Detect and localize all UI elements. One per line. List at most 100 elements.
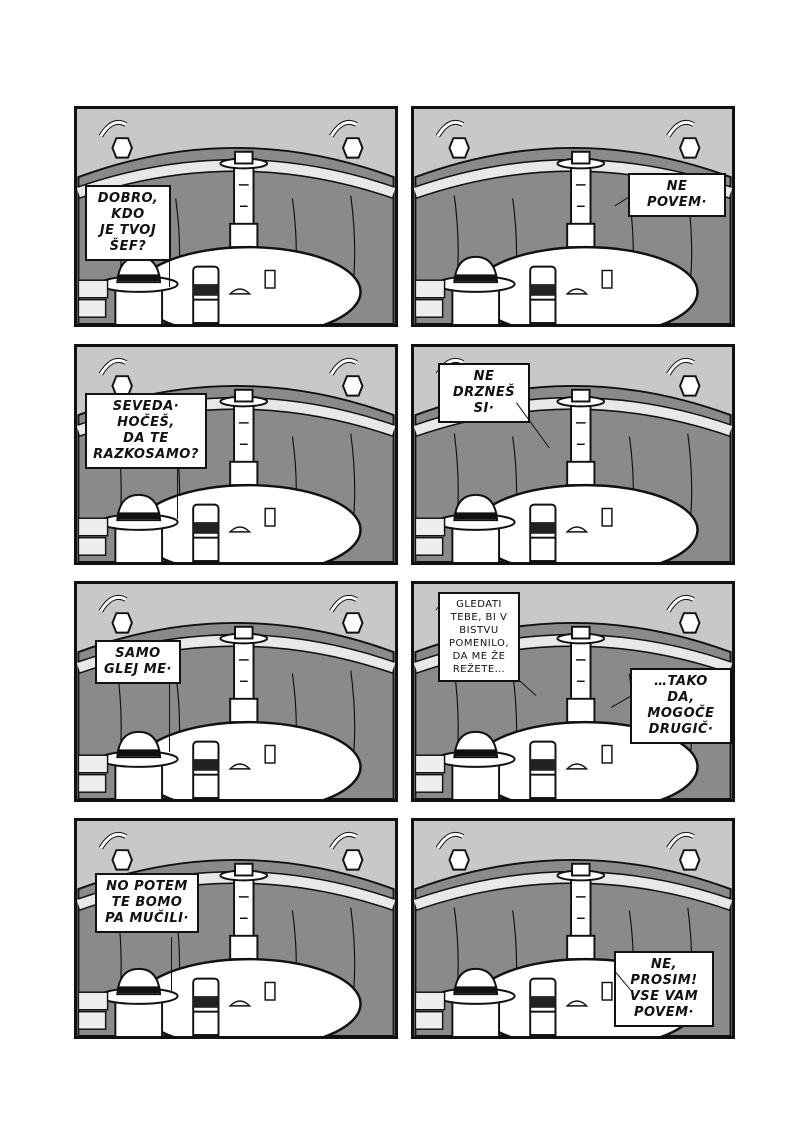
lamp-arm-fill bbox=[99, 832, 127, 850]
speech-bubble: NE, PROSIM! VSE VAM POVEM· bbox=[614, 951, 714, 1027]
lamp-base bbox=[341, 849, 364, 871]
hat-crown bbox=[234, 862, 254, 877]
lamp-arm-fill bbox=[436, 120, 464, 138]
lamp-arm-fill bbox=[330, 832, 358, 850]
comic-panel-6: GLEDATI TEBE, BI V BISTVU POMENILO, DA M… bbox=[411, 581, 735, 802]
lamp-base bbox=[341, 612, 364, 634]
can bbox=[264, 744, 276, 764]
box-stack bbox=[77, 773, 107, 793]
tall-character-collar bbox=[229, 697, 259, 724]
lamp-base bbox=[678, 849, 701, 871]
lamp-base bbox=[111, 137, 133, 159]
speech-bubble: GLEDATI TEBE, BI V BISTVU POMENILO, DA M… bbox=[438, 592, 520, 682]
can bbox=[264, 507, 276, 527]
fedora-band bbox=[454, 986, 498, 994]
comic-panel-8: NE, PROSIM! VSE VAM POVEM· bbox=[411, 818, 735, 1039]
fedora-band bbox=[117, 274, 161, 282]
lamp-arm-fill bbox=[330, 358, 358, 376]
speech-bubble: DOBRO, KDO JE TVOJ ŠEF? bbox=[85, 185, 171, 261]
box-stack bbox=[414, 754, 446, 774]
lamp-base bbox=[341, 137, 364, 159]
glass-liquid bbox=[193, 522, 219, 534]
speech-bubble: SEVEDA· HOČEŠ, DA TE RAZKOSAMO? bbox=[85, 393, 207, 469]
ashtray bbox=[228, 288, 252, 295]
comic-panel-5: SAMO GLEJ ME· bbox=[74, 581, 398, 802]
comic-panel-3: SEVEDA· HOČEŠ, DA TE RAZKOSAMO? bbox=[74, 344, 398, 565]
lamp-base bbox=[448, 849, 470, 871]
tall-character-collar bbox=[566, 460, 596, 487]
ashtray bbox=[565, 1000, 589, 1007]
comic-panel-7: NO POTEM TE BOMO PA MUČILI· bbox=[74, 818, 398, 1039]
lamp-arm-fill bbox=[667, 120, 695, 138]
glass-liquid bbox=[193, 284, 219, 296]
lamp-arm-fill bbox=[330, 120, 358, 138]
glass-liquid bbox=[530, 284, 556, 296]
small-character bbox=[192, 298, 220, 324]
lamp-arm-fill bbox=[436, 832, 464, 850]
panel-art bbox=[77, 109, 395, 324]
box-stack bbox=[77, 1010, 107, 1030]
tall-character-collar bbox=[229, 222, 259, 249]
glass-liquid bbox=[193, 996, 219, 1008]
lamp-base bbox=[111, 849, 133, 871]
can bbox=[601, 744, 613, 764]
lamp-arm-fill bbox=[667, 832, 695, 850]
speech-bubble: NO POTEM TE BOMO PA MUČILI· bbox=[95, 873, 199, 933]
can bbox=[264, 981, 276, 1001]
small-character bbox=[529, 536, 557, 562]
can bbox=[601, 507, 613, 527]
lamp-arm-fill bbox=[99, 595, 127, 613]
hat-crown bbox=[571, 150, 591, 165]
speech-bubble: NE DRZNEŠ SI· bbox=[438, 363, 530, 423]
panel-art bbox=[77, 584, 395, 799]
box-stack bbox=[77, 298, 107, 318]
glass-liquid bbox=[530, 996, 556, 1008]
lamp-base bbox=[678, 612, 701, 634]
fedora-band bbox=[454, 749, 498, 757]
fedora-band bbox=[117, 986, 161, 994]
speech-bubble: SAMO GLEJ ME· bbox=[95, 640, 181, 684]
lamp-base bbox=[448, 137, 470, 159]
hat-crown bbox=[571, 388, 591, 403]
can bbox=[601, 269, 613, 289]
hat-crown bbox=[234, 625, 254, 640]
speech-bubble: …TAKO DA, MOGOČE DRUGIČ· bbox=[630, 668, 732, 744]
small-character bbox=[192, 773, 220, 799]
fedora-band bbox=[454, 274, 498, 282]
glass-liquid bbox=[530, 759, 556, 771]
hat-crown bbox=[571, 625, 591, 640]
bubble-tail bbox=[169, 249, 170, 287]
fedora-band bbox=[117, 749, 161, 757]
tall-character-collar bbox=[566, 222, 596, 249]
small-character bbox=[529, 773, 557, 799]
can bbox=[601, 981, 613, 1001]
ashtray bbox=[228, 1000, 252, 1007]
tall-character-collar bbox=[566, 934, 596, 961]
ashtray bbox=[228, 763, 252, 770]
box-stack bbox=[77, 517, 109, 537]
lamp-arm-fill bbox=[667, 595, 695, 613]
lamp-arm-fill bbox=[99, 358, 127, 376]
lamp-base bbox=[341, 375, 364, 397]
small-character bbox=[192, 536, 220, 562]
box-stack bbox=[414, 773, 444, 793]
comic-panel-4: NE DRZNEŠ SI· bbox=[411, 344, 735, 565]
lamp-arm-fill bbox=[667, 358, 695, 376]
box-stack bbox=[77, 279, 109, 299]
fedora-band bbox=[454, 512, 498, 520]
ashtray bbox=[565, 763, 589, 770]
small-character bbox=[529, 298, 557, 324]
can bbox=[264, 269, 276, 289]
comic-panel-2: NE POVEM· bbox=[411, 106, 735, 327]
box-stack bbox=[414, 298, 444, 318]
glass-liquid bbox=[530, 522, 556, 534]
tall-character-collar bbox=[566, 697, 596, 724]
hat-crown bbox=[234, 388, 254, 403]
ashtray bbox=[565, 526, 589, 533]
comic-panel-1: DOBRO, KDO JE TVOJ ŠEF? bbox=[74, 106, 398, 327]
fedora-band bbox=[117, 512, 161, 520]
box-stack bbox=[414, 991, 446, 1011]
lamp-base bbox=[111, 612, 133, 634]
lamp-arm-fill bbox=[330, 595, 358, 613]
